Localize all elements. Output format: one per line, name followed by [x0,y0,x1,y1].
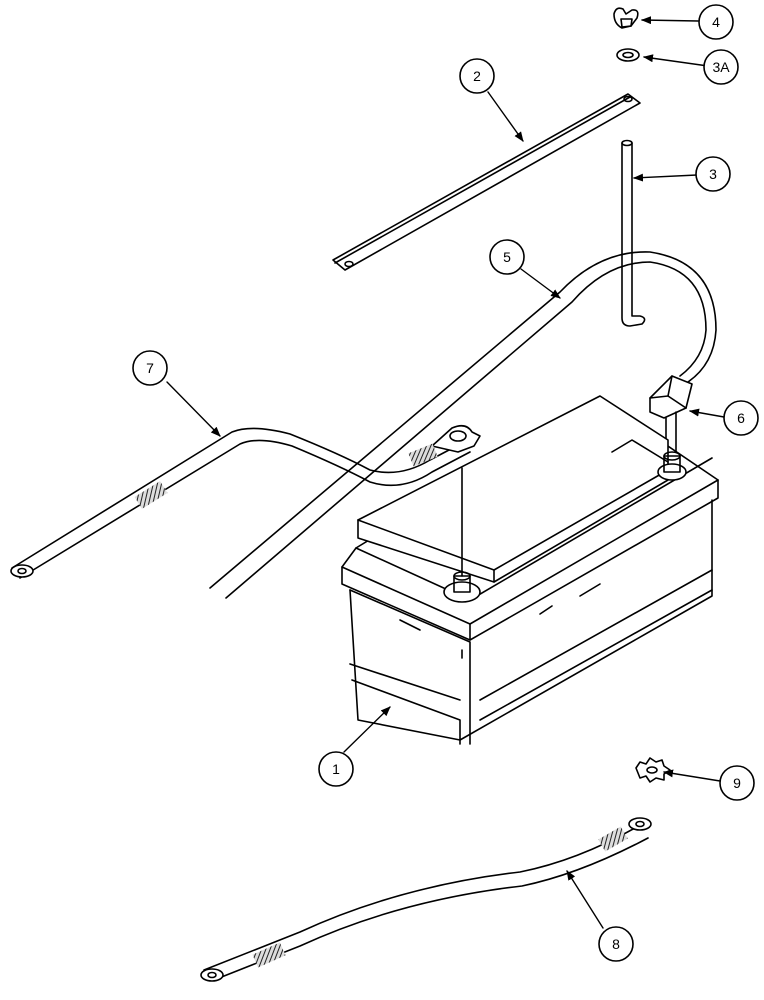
callout-circle [489,239,525,275]
j-bolt [621,139,646,327]
battery [341,395,719,745]
cable-5 [209,251,717,599]
callout-label: 2 [473,68,481,84]
callout-2: 2 [459,58,495,94]
callouts: 1 2 3 3A 4 5 6 7 8 9 [132,4,759,962]
callout-5: 5 [489,239,525,275]
battery-cable-7 [10,424,481,579]
callout-label: 6 [737,410,745,426]
callout-8: 8 [598,926,634,962]
callout-7: 7 [132,350,168,386]
callout-circle [703,49,739,85]
ground-strap [200,817,652,982]
callout-circle [598,926,634,962]
lock-washer [635,757,671,783]
callout-label: 4 [712,14,720,30]
washer [616,48,640,62]
callout-circle [723,400,759,436]
callout-circle [132,350,168,386]
callout-label: 3 [709,166,717,182]
callout-circle [459,58,495,94]
callout-circle [695,156,731,192]
callout-9: 9 [719,765,755,801]
leader-lines [166,16,725,929]
callout-3: 3 [695,156,731,192]
callout-1: 1 [318,751,354,787]
hold-down-bar [332,93,641,271]
callout-label: 9 [733,775,741,791]
callout-circle [318,751,354,787]
callout-label: 5 [503,249,511,265]
callout-label: 1 [332,761,340,777]
callout-label: 8 [612,936,620,952]
callout-circle [698,4,734,40]
callout-label: 3A [712,59,730,75]
callout-6: 6 [723,400,759,436]
callout-3a: 3A [703,49,739,85]
callout-label: 7 [146,360,154,376]
callout-4: 4 [698,4,734,40]
callout-circle [719,765,755,801]
wing-nut [613,7,639,29]
